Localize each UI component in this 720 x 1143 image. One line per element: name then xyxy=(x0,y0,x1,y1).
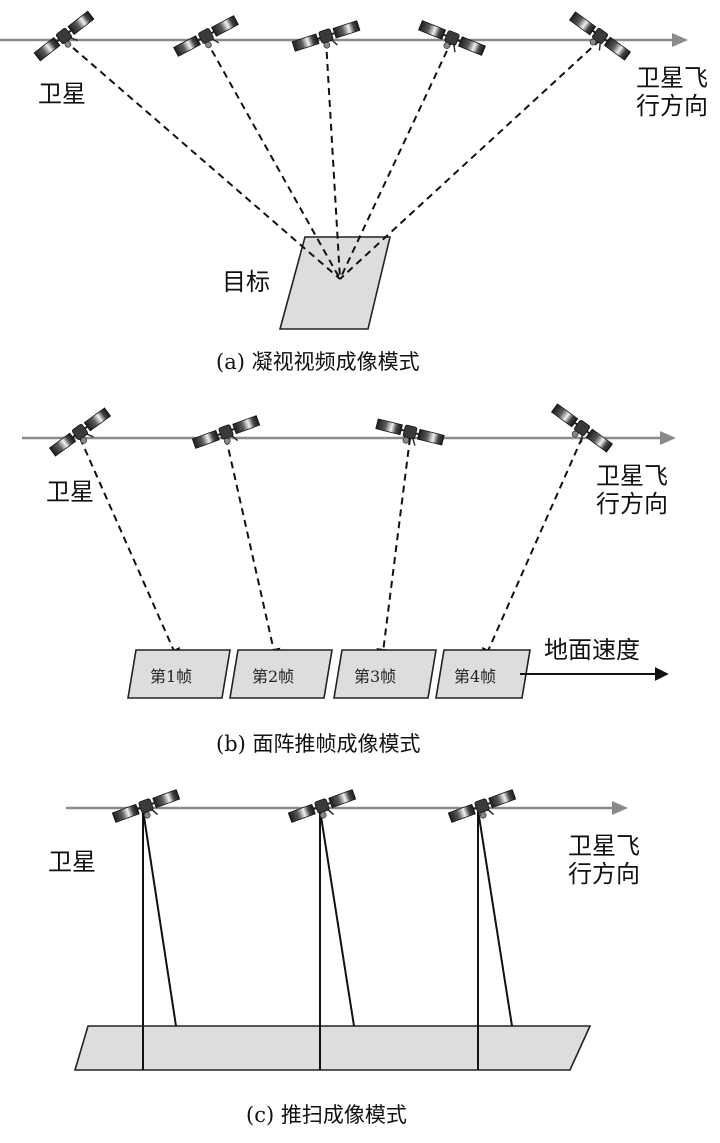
arrow-head-icon xyxy=(660,431,676,445)
line-of-sight xyxy=(63,39,341,280)
panel-a: 卫星 卫星飞 行方向 目标 (a) 凝视视频成像模式 xyxy=(0,9,708,374)
satellite-icon xyxy=(190,413,264,456)
flight-direction-label: 行方向 xyxy=(596,490,668,518)
line-of-sight xyxy=(225,437,281,663)
caption-b: (b) 面阵推帧成像模式 xyxy=(216,732,421,756)
satellite-icon xyxy=(564,10,633,67)
satellite-label: 卫星 xyxy=(38,80,86,108)
satellite-icon xyxy=(373,416,446,453)
satellite-label: 卫星 xyxy=(46,478,94,506)
scan-line xyxy=(477,809,513,1027)
satellite-icon xyxy=(172,13,243,64)
frame-label: 第1帧 xyxy=(150,667,192,686)
caption-c: (c) 推扫成像模式 xyxy=(246,1103,407,1127)
panel-b: 第1帧 第2帧 第3帧 第4帧 地面速度 卫星 卫星飞 行方向 (b) 面阵推帧… xyxy=(22,402,676,756)
line-of-sight xyxy=(376,437,411,663)
line-of-sight xyxy=(325,39,341,280)
arrow-head-icon xyxy=(672,33,688,47)
caption-a: (a) 凝视视频成像模式 xyxy=(216,350,420,374)
satellite-label: 卫星 xyxy=(48,848,96,876)
satellite-icon xyxy=(47,406,116,463)
flight-direction-label: 卫星飞 xyxy=(568,832,640,860)
line-of-sight xyxy=(205,39,341,280)
flight-direction-label: 行方向 xyxy=(636,92,708,120)
line-of-sight xyxy=(339,39,601,280)
line-of-sight xyxy=(482,437,583,663)
flight-direction-label: 行方向 xyxy=(568,860,640,888)
frame-footprint xyxy=(333,649,437,699)
target-area xyxy=(278,236,392,330)
target-label: 目标 xyxy=(222,268,270,296)
satellite-icon xyxy=(32,9,100,68)
ground-speed-label: 地面速度 xyxy=(544,636,640,664)
satellite-icon xyxy=(546,402,615,459)
flight-direction-label: 卫星飞 xyxy=(636,64,708,92)
line-of-sight xyxy=(79,437,180,663)
line-of-sight xyxy=(339,39,453,280)
scan-line xyxy=(142,809,177,1027)
scan-line xyxy=(319,809,355,1027)
arrow-head-icon xyxy=(612,801,628,815)
flight-direction-label: 卫星飞 xyxy=(596,462,668,490)
frame-label: 第4帧 xyxy=(454,667,496,686)
frame-label: 第3帧 xyxy=(354,667,396,686)
frame-footprint xyxy=(229,649,333,699)
frame-label: 第2帧 xyxy=(252,667,294,686)
swath-strip xyxy=(73,1025,592,1071)
panel-c: 卫星 卫星飞 行方向 (c) 推扫成像模式 xyxy=(48,787,640,1127)
frame-footprint xyxy=(127,649,231,699)
frame-footprint xyxy=(435,649,531,699)
